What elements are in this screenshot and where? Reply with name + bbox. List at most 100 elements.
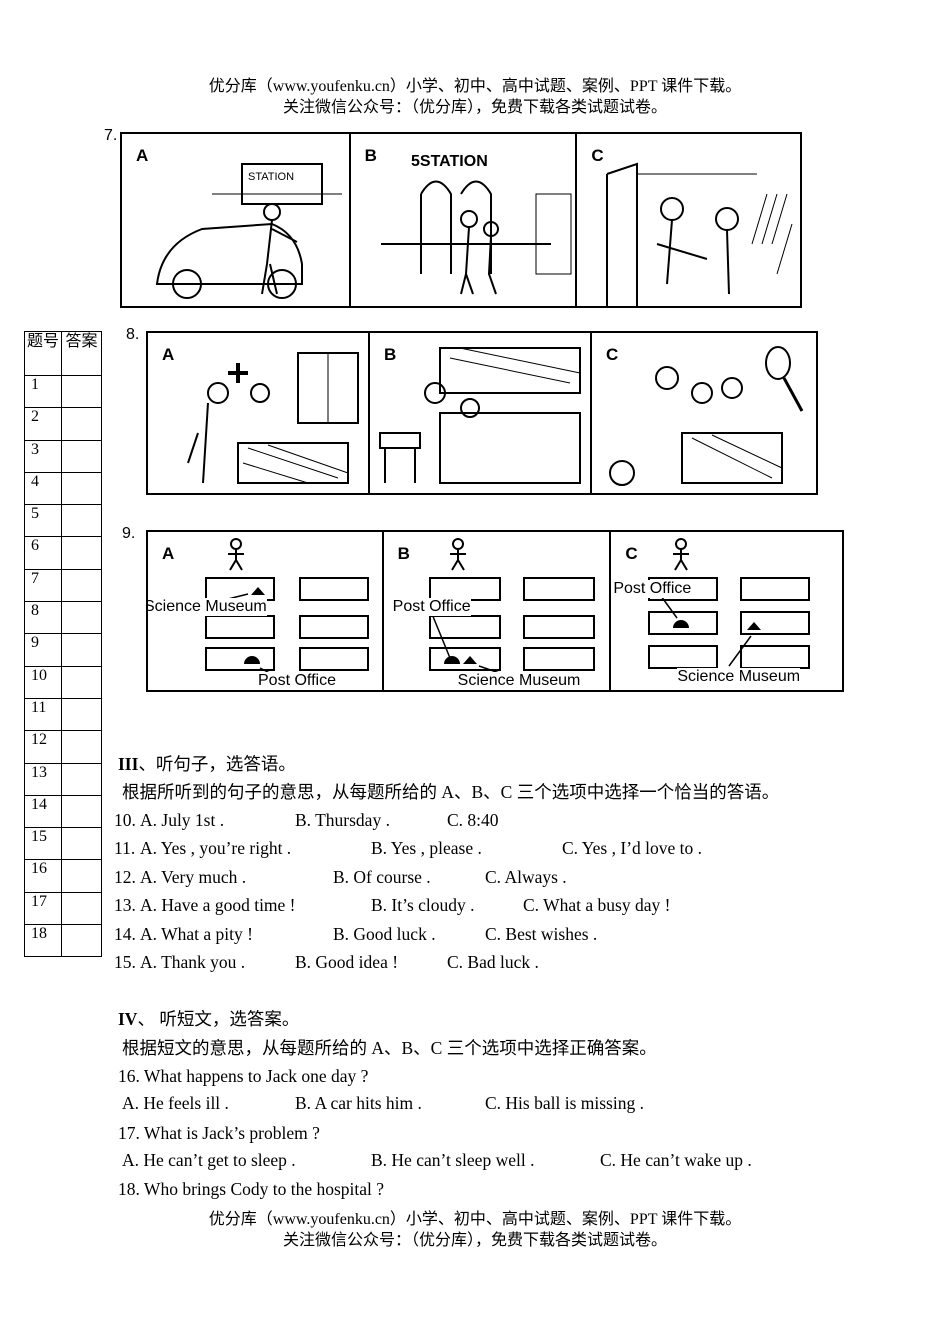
q16-option-a[interactable]: A. He feels ill . (122, 1093, 229, 1113)
q16-option-c[interactable]: C. His ball is missing . (485, 1093, 644, 1113)
option-a[interactable]: A. Have a good time ! (140, 895, 296, 916)
question-8-number: 8. (126, 326, 140, 343)
answer-sheet-row: 9 (24, 633, 102, 667)
option-a[interactable]: A. Yes , you’re right . (140, 838, 292, 859)
answer-sheet-answer-cell[interactable] (61, 601, 102, 635)
answer-sheet-answer-cell[interactable] (61, 536, 102, 570)
answer-sheet-number: 4 (24, 471, 62, 506)
answer-sheet-number: 18 (24, 924, 62, 958)
question-7-pictures: A STATION B 5STATION C (120, 132, 802, 308)
option-c[interactable]: C. Bad luck . (447, 952, 539, 972)
option-c[interactable]: C. 8:40 (447, 810, 499, 830)
answer-sheet-row: 16 (24, 859, 102, 893)
answer-sheet-number: 6 (24, 536, 62, 570)
option-b[interactable]: B. Good luck . (333, 923, 436, 944)
bunk-bed-illustration (379, 347, 581, 484)
section-3-title: III、听句子，选答语。 (118, 754, 296, 774)
answer-sheet-answer-cell[interactable] (61, 471, 102, 506)
answer-sheet-answer-cell[interactable] (61, 633, 102, 667)
answer-sheet-number: 8 (24, 601, 62, 635)
page-footer-line1: 优分库（www.youfenku.cn）小学、初中、高中试题、案例、PPT 课件… (208, 1211, 742, 1228)
answer-sheet-number: 11 (24, 697, 62, 732)
map-c-illustration (648, 538, 811, 669)
q8-panel-a[interactable]: A (148, 333, 370, 493)
answer-sheet-answer-cell[interactable] (61, 730, 102, 764)
option-c[interactable]: C. Yes , I’d love to . (562, 838, 703, 859)
section-4-instruction: 根据短文的意思，从每题所给的 A、B、C 三个选项中选择正确答案。 (122, 1038, 657, 1058)
q7-panel-c[interactable]: C (577, 134, 800, 306)
answer-sheet-answer-cell[interactable] (61, 924, 102, 958)
answer-sheet-answer-cell[interactable] (61, 374, 102, 409)
answer-sheet-answer-cell[interactable] (61, 827, 102, 861)
question-number: 11. (114, 838, 136, 859)
option-a[interactable]: A. What a pity ! (140, 923, 253, 944)
answer-sheet-row: 17 (24, 891, 102, 926)
q7-panel-a-label: A (136, 146, 149, 165)
answer-sheet-row: 3 (24, 439, 102, 473)
option-a[interactable]: A. Very much . (140, 866, 247, 887)
answer-sheet-number: 17 (24, 891, 62, 926)
q9-c-top-label: Post Office (613, 580, 692, 598)
q17-option-c[interactable]: C. He can’t wake up . (600, 1150, 752, 1170)
answer-sheet-row: 6 (24, 536, 102, 570)
answer-sheet-row: 8 (24, 601, 102, 635)
q9-panel-b[interactable]: B Post Office Science Museum (384, 532, 612, 690)
answer-sheet-answer-cell[interactable] (61, 407, 102, 441)
answer-sheet-number: 7 (24, 568, 62, 603)
answer-sheet-row: 2 (24, 407, 102, 441)
station-people-illustration: 5STATION (380, 153, 572, 295)
sick-boy-racket-illustration (609, 346, 804, 486)
q8-panel-a-label: A (162, 345, 175, 364)
q7-panel-b[interactable]: B 5STATION (351, 134, 578, 306)
svg-text:STATION: STATION (248, 171, 294, 183)
answer-sheet-answer-cell[interactable] (61, 439, 102, 473)
answer-sheet-header-answer: 答案 (61, 331, 102, 376)
answer-sheet-number: 10 (24, 665, 62, 699)
answer-sheet-number: 3 (24, 439, 62, 473)
q7-panel-b-label: B (364, 146, 377, 165)
option-c[interactable]: C. Best wishes . (485, 923, 598, 944)
answer-sheet-answer-cell[interactable] (61, 762, 102, 796)
option-c[interactable]: C. What a busy day ! (523, 895, 671, 916)
q9-panel-c-label: C (625, 544, 638, 563)
answer-sheet-number: 14 (24, 794, 62, 829)
answer-sheet-answer-cell[interactable] (61, 504, 102, 538)
answer-sheet-row: 7 (24, 568, 102, 603)
answer-sheet-number: 9 (24, 633, 62, 667)
answer-sheet-answer-cell[interactable] (61, 891, 102, 926)
q9-b-bottom-label: Science Museum (457, 672, 581, 690)
q16-option-b[interactable]: B. A car hits him . (295, 1093, 422, 1113)
answer-sheet-answer-cell[interactable] (61, 794, 102, 829)
q9-panel-a[interactable]: A Science Museum Post Office (148, 532, 384, 690)
option-a[interactable]: A. July 1st . (140, 810, 225, 830)
answer-sheet-number: 2 (24, 407, 62, 441)
question-number: 13. (114, 895, 136, 916)
q17-option-a[interactable]: A. He can’t get to sleep . (122, 1150, 296, 1170)
q17-option-b[interactable]: B. He can’t sleep well . (371, 1150, 535, 1170)
svg-text:5STATION: 5STATION (411, 153, 488, 170)
page-header-line2: 关注微信公众号：（优分库），免费下载各类试题试卷。 (282, 99, 667, 116)
answer-sheet-answer-cell[interactable] (61, 665, 102, 699)
option-b[interactable]: B. Good idea ! (295, 952, 399, 972)
q8-panel-b[interactable]: B (370, 333, 592, 493)
option-b[interactable]: B. Of course . (333, 866, 431, 887)
answer-sheet-answer-cell[interactable] (61, 859, 102, 893)
answer-sheet-answer-cell[interactable] (61, 697, 102, 732)
question-number: 15. (114, 952, 136, 972)
q8-panel-c[interactable]: C (592, 333, 816, 493)
option-b[interactable]: B. It’s cloudy . (371, 895, 475, 916)
option-a[interactable]: A. Thank you . (140, 952, 246, 972)
answer-sheet-number: 16 (24, 859, 62, 893)
page-footer-line2: 关注微信公众号：（优分库），免费下载各类试题试卷。 (282, 1232, 667, 1249)
option-b[interactable]: B. Thursday . (295, 810, 390, 830)
question-8-pictures: A B C (146, 331, 818, 495)
answer-sheet-answer-cell[interactable] (61, 568, 102, 603)
q7-panel-a[interactable]: A STATION (122, 134, 351, 306)
q9-panel-c[interactable]: C Post Office Science Museum (611, 532, 842, 690)
option-c[interactable]: C. Always . (485, 866, 567, 887)
option-b[interactable]: B. Yes , please . (371, 838, 482, 859)
answer-sheet-row: 18 (24, 924, 102, 958)
answer-sheet-number: 15 (24, 827, 62, 861)
answer-sheet-row: 11 (24, 697, 102, 732)
question-18-text: 18. Who brings Cody to the hospital ? (118, 1179, 385, 1199)
